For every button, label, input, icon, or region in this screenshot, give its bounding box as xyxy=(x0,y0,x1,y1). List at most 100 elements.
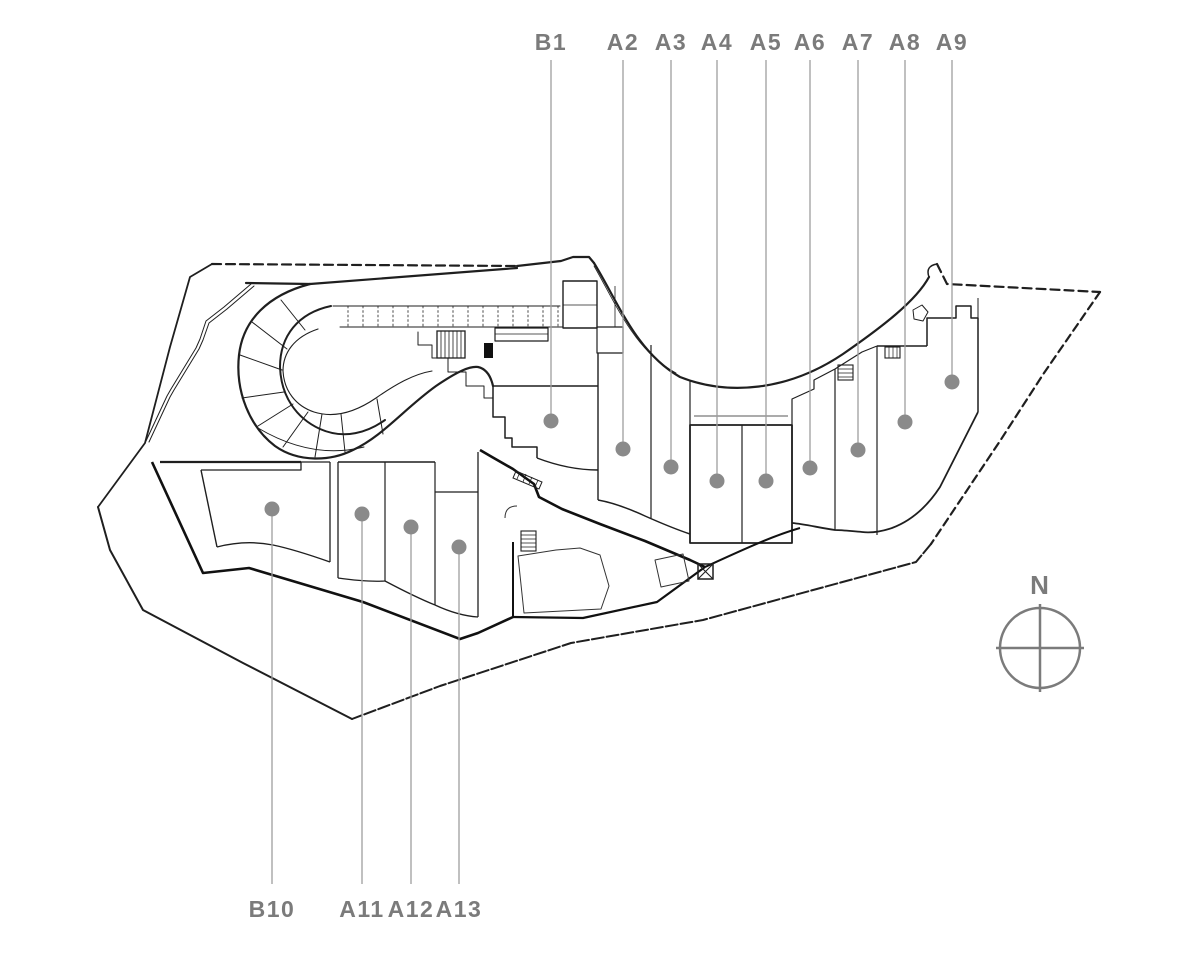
unit-marker-a5[interactable]: A5 xyxy=(750,29,782,489)
top-band-edge xyxy=(308,266,519,286)
boundary-right-dashed xyxy=(929,290,1102,546)
unit-dot[interactable] xyxy=(897,414,913,430)
stairs-icon xyxy=(837,364,854,381)
lower-units-block xyxy=(160,452,479,618)
unit-dot[interactable] xyxy=(403,519,419,535)
unit-marker-a3[interactable]: A3 xyxy=(655,29,687,475)
horseshoe-outer-curve xyxy=(237,282,495,460)
unit-marker-a9[interactable]: A9 xyxy=(936,29,968,390)
cove-hook xyxy=(927,263,938,278)
unit-dot[interactable] xyxy=(543,413,559,429)
terrace-outline xyxy=(517,547,610,614)
lower-right-wall xyxy=(704,527,801,568)
unit-label[interactable]: A5 xyxy=(750,29,782,55)
stairs-icon xyxy=(884,346,901,359)
a6-outline xyxy=(791,368,836,523)
unit-marker-a4[interactable]: A4 xyxy=(701,29,733,489)
ramp-hatch-icon xyxy=(512,470,543,490)
boundary-bottom xyxy=(351,543,932,720)
a9-pentagon-structure xyxy=(912,304,929,322)
right-units-bottom-edge xyxy=(791,411,979,534)
b10-bottom-edge xyxy=(216,541,331,563)
door-arc xyxy=(504,505,518,519)
a2-roof-structure xyxy=(596,326,624,354)
horseshoe-mid-curve xyxy=(279,305,386,436)
b1-roof-structure xyxy=(562,280,598,329)
retaining-walls xyxy=(150,448,801,641)
cove-curve xyxy=(592,261,931,389)
unit-marker-b1[interactable]: B1 xyxy=(535,29,567,429)
fence-line-outer xyxy=(145,283,252,442)
unit-label[interactable]: A6 xyxy=(794,29,826,55)
unit-label[interactable]: A12 xyxy=(388,896,435,922)
unit-marker-a6[interactable]: A6 xyxy=(794,29,826,476)
unit-dot[interactable] xyxy=(354,506,370,522)
unit-label[interactable]: A2 xyxy=(607,29,639,55)
top-band-unit-ticks xyxy=(347,305,559,328)
linear-roof xyxy=(494,327,549,342)
terrace-bottom-wall xyxy=(512,566,706,620)
unit-dot[interactable] xyxy=(709,473,725,489)
unit-dot[interactable] xyxy=(758,473,774,489)
unit-marker-a2[interactable]: A2 xyxy=(607,29,639,457)
unit-marker-a13[interactable]: A13 xyxy=(436,539,483,923)
pool-outline xyxy=(654,553,690,588)
unit-marker-a11[interactable]: A11 xyxy=(339,506,384,923)
b10-top-edge xyxy=(201,461,330,471)
a4-a5-block xyxy=(689,424,793,544)
upper-retaining-wall xyxy=(479,448,706,569)
crossing-box-icon xyxy=(697,563,714,580)
unit-dot[interactable] xyxy=(264,501,280,517)
boundary-left-upper xyxy=(97,263,213,508)
unit-label[interactable]: A3 xyxy=(655,29,687,55)
unit-label[interactable]: B10 xyxy=(249,896,296,922)
fence-line-inner xyxy=(148,285,255,443)
plan-glyphs xyxy=(436,330,901,580)
horseshoe-radial-dividers xyxy=(239,299,384,458)
b1-left-stepped-edge xyxy=(492,386,538,458)
unit-label[interactable]: A4 xyxy=(701,29,733,55)
unit-dot[interactable] xyxy=(663,459,679,475)
a2-a3-bottom-cliff xyxy=(597,499,691,535)
unit-label[interactable]: A7 xyxy=(842,29,874,55)
stairs-icon xyxy=(520,530,537,552)
upper-units-block xyxy=(492,280,979,544)
north-compass: N xyxy=(996,570,1084,692)
stepped-units-outline xyxy=(417,331,494,399)
unit-marker-a7[interactable]: A7 xyxy=(842,29,874,458)
cove-curve-inner xyxy=(593,265,677,374)
unit-label[interactable]: A11 xyxy=(339,896,384,922)
unit-marker-a12[interactable]: A12 xyxy=(388,519,435,923)
a9-outline xyxy=(926,305,979,412)
unit-label[interactable]: A13 xyxy=(436,896,483,922)
unit-label[interactable]: A9 xyxy=(936,29,968,55)
horseshoe-building xyxy=(237,266,564,460)
unit-dot[interactable] xyxy=(944,374,960,390)
terrace-and-pool xyxy=(504,505,690,614)
a13-bottom-edge xyxy=(434,604,479,618)
a7-top-edge xyxy=(834,345,878,370)
unit-dot[interactable] xyxy=(451,539,467,555)
top-band-edge-left xyxy=(244,281,312,286)
unit-dot[interactable] xyxy=(615,441,631,457)
unit-marker-b10[interactable]: B10 xyxy=(249,501,296,923)
boundary-bump xyxy=(515,255,596,268)
a11-bottom-edge xyxy=(337,577,386,582)
b10-left-edge xyxy=(200,469,218,548)
boundary-topright-dashed xyxy=(935,262,1102,294)
elevator-icon xyxy=(484,343,493,358)
unit-dot[interactable] xyxy=(850,442,866,458)
unit-label[interactable]: A8 xyxy=(889,29,921,55)
boundary-left-lower xyxy=(97,506,353,720)
compass-north-label: N xyxy=(1030,570,1050,600)
stairs-icon xyxy=(436,330,466,359)
unit-dot[interactable] xyxy=(802,460,818,476)
courtyard-circle-arc xyxy=(257,427,365,452)
unit-label[interactable]: B1 xyxy=(535,29,567,55)
a12-bottom-edge xyxy=(384,580,436,606)
b1-bottom-edge xyxy=(536,457,599,471)
unit-marker-a8[interactable]: A8 xyxy=(889,29,921,430)
